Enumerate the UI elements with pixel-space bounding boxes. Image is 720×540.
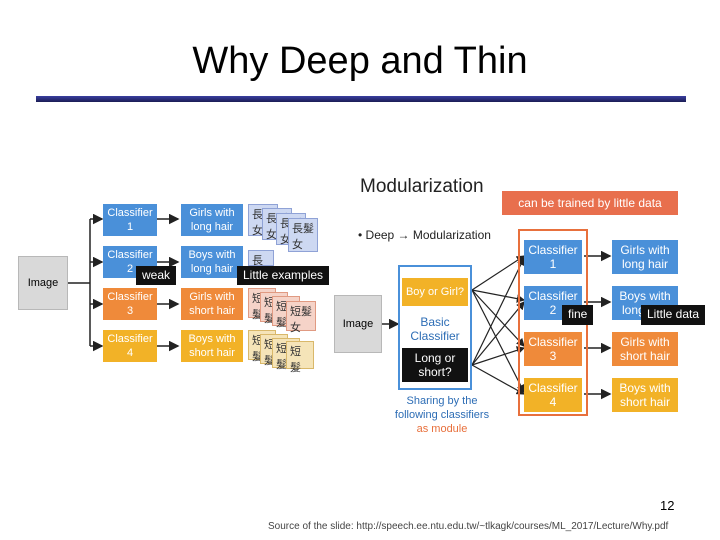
basic-classifier-frame: [398, 265, 472, 390]
right-output-1: Girls with long hair: [612, 240, 678, 274]
basic-classifier-label-1: Basic: [420, 315, 450, 329]
left-classifier-4: Classifier 4: [103, 330, 157, 362]
left-classifier-4-line1: Classifier: [107, 333, 153, 345]
left-image-box: Image: [18, 256, 68, 310]
left-output-1-line1: Girls with: [189, 207, 235, 219]
long-or-short-box: Long or short?: [402, 348, 468, 382]
right-classifier-4-line2: 4: [549, 395, 557, 409]
right-output-3-line1: Girls with: [620, 335, 670, 349]
right-classifier-4-line1: Classifier: [528, 381, 578, 395]
left-classifier-3-line1: Classifier: [107, 291, 153, 303]
basic-classifier-label: Basic Classifier: [400, 315, 470, 343]
modularization-bullet: • Deep → Modularization: [358, 228, 491, 242]
right-image-box: Image: [334, 295, 382, 353]
source-citation: Source of the slide: http://speech.ee.nt…: [268, 521, 669, 532]
weak-label: weak: [136, 266, 177, 285]
right-output-4-line1: Boys with: [619, 381, 671, 395]
right-output-2-line1: Boys with: [619, 289, 671, 303]
left-output-3: Girls with short hair: [181, 288, 243, 320]
sharing-note: Sharing by the following classifiers as …: [392, 394, 492, 436]
right-output-1-line2: long hair: [621, 257, 669, 271]
left-classifier-3-line2: 3: [126, 305, 134, 317]
fine-label: fine: [562, 305, 594, 325]
sharing-note-2: following classifiers: [394, 409, 490, 421]
right-classifier-1: Classifier 1: [524, 240, 582, 274]
boy-or-girl-box: Boy or Girl?: [402, 278, 468, 306]
title-underline: [36, 96, 686, 102]
long-or-short-line1: Long or: [414, 351, 456, 365]
slide-title: Why Deep and Thin: [192, 40, 528, 82]
right-classifier-3-line1: Classifier: [528, 335, 578, 349]
right-output-3-line2: short hair: [619, 349, 671, 363]
right-output-4-line2: short hair: [619, 395, 671, 409]
example-card-short-hair-boy-4: 短髮: [286, 341, 314, 374]
left-output-4: Boys with short hair: [181, 330, 243, 362]
right-classifier-3: Classifier 3: [524, 332, 582, 366]
left-classifier-1-line1: Classifier: [107, 207, 153, 219]
long-or-short-line2: short?: [418, 365, 452, 379]
left-output-2-line2: long hair: [190, 263, 234, 275]
basic-classifier-label-2: Classifier: [410, 329, 460, 343]
left-output-4-line2: short hair: [189, 347, 235, 359]
left-classifier-2-line2: 2: [126, 263, 134, 275]
right-output-4: Boys with short hair: [612, 378, 678, 412]
right-classifier-1-line1: Classifier: [528, 243, 578, 257]
right-classifier-2-line1: Classifier: [528, 289, 578, 303]
left-classifier-4-line2: 4: [126, 347, 134, 359]
sharing-note-3: as module: [416, 423, 468, 435]
page-number: 12: [660, 498, 675, 513]
left-classifier-2-line1: Classifier: [107, 249, 153, 261]
example-card-long-hair-girl-4: 長髮女: [288, 218, 318, 252]
left-output-4-line1: Boys with: [188, 333, 236, 345]
right-output-3: Girls with short hair: [612, 332, 678, 366]
sharing-note-1: Sharing by the: [406, 395, 478, 407]
left-classifier-2: Classifier 2: [103, 246, 157, 278]
right-classifier-1-line2: 1: [549, 257, 557, 271]
left-output-1: Girls with long hair: [181, 204, 243, 236]
little-examples-label: Little examples: [237, 266, 330, 285]
trained-by-little-data-banner: can be trained by little data: [502, 191, 678, 215]
modularization-title: Modularization: [360, 176, 484, 197]
left-output-2: Boys with long hair: [181, 246, 243, 278]
example-card-short-hair-girl: 短髮女: [286, 301, 316, 334]
example-card-long-hair: 長髮: [248, 250, 274, 283]
left-classifier-1-line2: 1: [126, 221, 134, 233]
right-classifier-4: Classifier 4: [524, 378, 582, 412]
left-output-2-line1: Boys with: [188, 249, 236, 261]
left-classifier-3: Classifier 3: [103, 288, 157, 320]
left-output-3-line2: short hair: [189, 305, 235, 317]
right-classifier-3-line2: 3: [549, 349, 557, 363]
left-classifier-1: Classifier 1: [103, 204, 157, 236]
little-data-label: Little data: [641, 305, 706, 325]
right-output-1-line1: Girls with: [620, 243, 670, 257]
right-classifier-2-line2: 2: [549, 303, 557, 317]
left-output-1-line2: long hair: [190, 221, 234, 233]
left-output-3-line1: Girls with: [189, 291, 235, 303]
